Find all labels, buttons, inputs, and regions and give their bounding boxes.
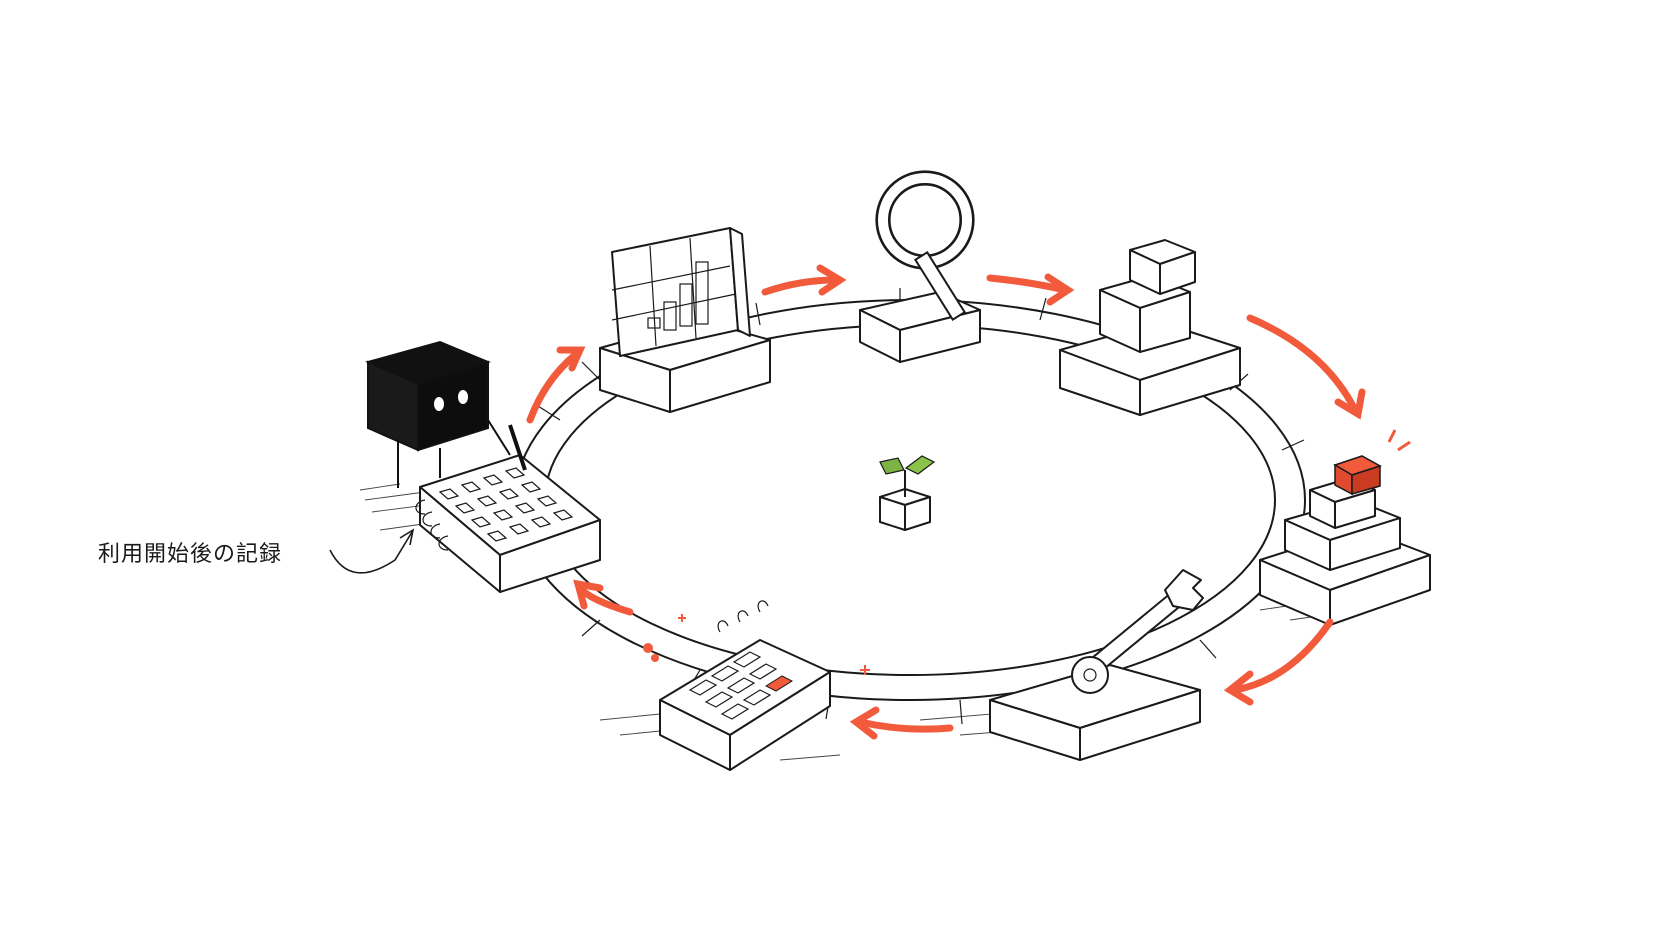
sprout-icon bbox=[879, 455, 936, 531]
arrow-4 bbox=[1246, 314, 1359, 414]
annotation-label: 利用開始後の記録 bbox=[98, 542, 282, 567]
bar-chart-board-icon bbox=[599, 227, 771, 413]
black-cube-character-icon bbox=[365, 340, 527, 488]
annotation: 利用開始後の記録 bbox=[98, 528, 415, 574]
cycle-arrows bbox=[526, 264, 1366, 740]
magnifier-icon bbox=[859, 170, 981, 363]
arrow-3 bbox=[986, 274, 1069, 294]
arrow-7 bbox=[576, 584, 634, 616]
calendar-icon bbox=[643, 600, 870, 771]
wrench-icon bbox=[989, 569, 1204, 761]
arrow-1 bbox=[526, 351, 579, 424]
block-structure-icon bbox=[1059, 239, 1241, 416]
arrow-5 bbox=[1231, 618, 1334, 694]
annotation-leader-line bbox=[329, 531, 413, 574]
notebook-icon bbox=[415, 454, 601, 593]
arrow-6 bbox=[856, 718, 954, 733]
block-pyramid-icon bbox=[1259, 429, 1431, 626]
arrow-2 bbox=[761, 276, 839, 296]
